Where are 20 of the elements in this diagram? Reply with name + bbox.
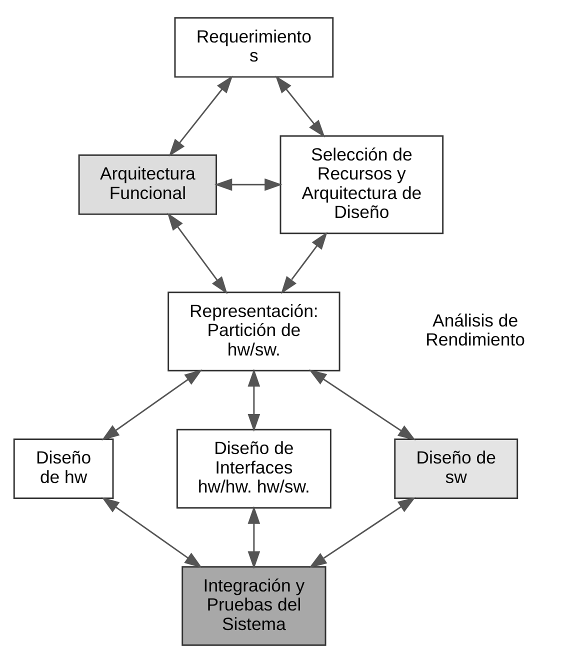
arrow bbox=[102, 497, 202, 568]
node-box: Diseño de hw bbox=[13, 438, 114, 499]
label: Análisis de Rendimiento bbox=[426, 310, 525, 350]
arrow bbox=[275, 76, 325, 138]
arrow bbox=[167, 212, 228, 294]
arrow bbox=[248, 506, 260, 569]
arrow bbox=[248, 368, 260, 432]
arrow bbox=[280, 232, 328, 294]
arrow bbox=[308, 370, 416, 440]
arrow bbox=[308, 497, 416, 568]
node-box: Selección de Recursos y Arquitectura de Diseño bbox=[280, 135, 444, 234]
node-box: Requerimiento s bbox=[174, 17, 334, 78]
arrow bbox=[214, 178, 282, 191]
arrow bbox=[168, 76, 233, 156]
arrow bbox=[102, 369, 202, 440]
node-box: Arquitectura Funcional bbox=[78, 154, 218, 215]
node-box: Representación: Partición de hw/sw. bbox=[168, 292, 340, 372]
node-box: Diseño de sw bbox=[394, 438, 518, 499]
node-box: Integración y Pruebas del Sistema bbox=[182, 566, 326, 646]
node-box: Diseño de Interfaces hw/hw. hw/sw. bbox=[176, 428, 332, 509]
